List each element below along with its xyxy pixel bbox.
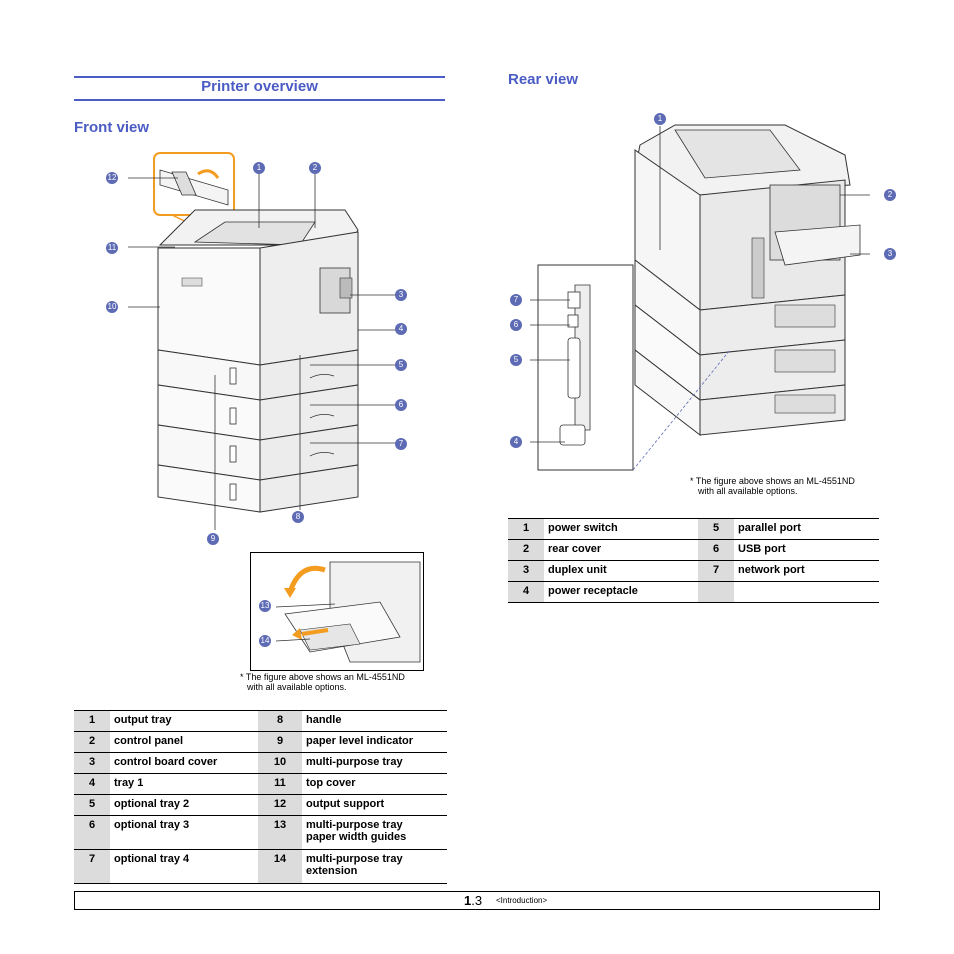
- table-row: 5 optional tray 2 12 output support: [74, 794, 447, 816]
- callout-rear-2: 2: [884, 189, 896, 201]
- front-legend-table: 1 output tray 8 handle 2 control panel 9…: [74, 710, 447, 884]
- callout-13: 13: [259, 600, 271, 612]
- page-footer: 1.3 <Introduction>: [74, 891, 880, 910]
- legend-number: 9: [258, 731, 302, 753]
- callout-rear-7: 7: [510, 294, 522, 306]
- legend-label-line1: multi-purpose tray: [306, 819, 403, 831]
- legend-label: power switch: [544, 518, 698, 540]
- page-number: 1.3: [464, 893, 482, 908]
- rear-view-illustration: [530, 124, 870, 471]
- legend-label: tray 1: [110, 773, 258, 795]
- legend-number: 1: [508, 518, 544, 540]
- rear-view-heading: Rear view: [508, 71, 579, 88]
- legend-label: control board cover: [110, 752, 258, 774]
- legend-label: paper level indicator: [302, 731, 447, 753]
- legend-number: 6: [74, 815, 110, 850]
- legend-number: 4: [508, 581, 544, 603]
- callout-1: 1: [253, 162, 265, 174]
- legend-label-line2: paper width guides: [306, 831, 407, 843]
- legend-number: 1: [74, 710, 110, 732]
- legend-number: [698, 581, 734, 603]
- title-rule-top: [74, 76, 445, 78]
- legend-label: parallel port: [734, 518, 879, 540]
- legend-number: 7: [698, 560, 734, 582]
- legend-label: multi-purpose tray: [302, 752, 447, 774]
- table-row: 3 control board cover 10 multi-purpose t…: [74, 752, 447, 774]
- table-row: 2 rear cover 6 USB port: [508, 539, 879, 561]
- legend-label-line2: extension: [306, 865, 358, 877]
- callout-6: 6: [395, 399, 407, 411]
- legend-number: 3: [508, 560, 544, 582]
- legend-number: 5: [698, 518, 734, 540]
- legend-label: output support: [302, 794, 447, 816]
- legend-number: 14: [258, 849, 302, 884]
- callout-2: 2: [309, 162, 321, 174]
- front-view-heading: Front view: [74, 119, 150, 136]
- legend-label: output tray: [110, 710, 258, 732]
- legend-number: 3: [74, 752, 110, 774]
- legend-label: control panel: [110, 731, 258, 753]
- legend-number: 2: [74, 731, 110, 753]
- callout-8: 8: [292, 511, 304, 523]
- table-row: 4 tray 1 11 top cover: [74, 773, 447, 795]
- callout-11: 11: [106, 242, 118, 254]
- legend-label: top cover: [302, 773, 447, 795]
- callout-rear-3: 3: [884, 248, 896, 260]
- table-row: 1 power switch 5 parallel port: [508, 518, 879, 540]
- legend-label: handle: [302, 710, 447, 732]
- title-rule-bottom: [74, 99, 445, 101]
- legend-number: 2: [508, 539, 544, 561]
- callout-3: 3: [395, 289, 407, 301]
- rear-legend-table: 1 power switch 5 parallel port 2 rear co…: [508, 518, 879, 603]
- table-row: 2 control panel 9 paper level indicator: [74, 731, 447, 753]
- callout-7: 7: [395, 438, 407, 450]
- callout-14: 14: [259, 635, 271, 647]
- callout-10: 10: [106, 301, 118, 313]
- callout-9: 9: [207, 533, 219, 545]
- page-number-major: 1: [464, 893, 472, 908]
- table-row: 4 power receptacle: [508, 581, 879, 603]
- callout-rear-1: 1: [654, 113, 666, 125]
- callout-4: 4: [395, 323, 407, 335]
- legend-number: 7: [74, 849, 110, 884]
- callout-rear-6: 6: [510, 319, 522, 331]
- rear-note-line2: with all available options.: [698, 486, 798, 496]
- legend-label: power receptacle: [544, 581, 698, 603]
- legend-number: 4: [74, 773, 110, 795]
- legend-label: duplex unit: [544, 560, 698, 582]
- legend-number: 13: [258, 815, 302, 850]
- callout-12: 12: [106, 172, 118, 184]
- legend-number: 10: [258, 752, 302, 774]
- rear-note-line1: * The figure above shows an ML-4551ND: [690, 476, 855, 486]
- legend-label: [734, 581, 879, 603]
- legend-number: 6: [698, 539, 734, 561]
- callout-rear-5: 5: [510, 354, 522, 366]
- section-title: Printer overview: [201, 78, 318, 95]
- legend-label: optional tray 3: [110, 815, 258, 850]
- legend-label: optional tray 2: [110, 794, 258, 816]
- legend-label: network port: [734, 560, 879, 582]
- legend-number: 11: [258, 773, 302, 795]
- page-number-minor: .3: [471, 893, 483, 908]
- table-row: 3 duplex unit 7 network port: [508, 560, 879, 582]
- legend-number: 5: [74, 794, 110, 816]
- front-note-line2: with all available options.: [247, 682, 347, 692]
- chapter-label: <Introduction>: [496, 896, 548, 905]
- legend-label: optional tray 4: [110, 849, 258, 884]
- front-note-line1: * The figure above shows an ML-4551ND: [240, 672, 405, 682]
- legend-label: USB port: [734, 539, 879, 561]
- legend-number: 12: [258, 794, 302, 816]
- legend-number: 8: [258, 710, 302, 732]
- callout-5: 5: [395, 359, 407, 371]
- front-view-illustration: [128, 152, 396, 530]
- legend-label: rear cover: [544, 539, 698, 561]
- mp-tray-inset: [250, 552, 424, 671]
- legend-label-line1: multi-purpose tray: [306, 853, 403, 865]
- table-row: 1 output tray 8 handle: [74, 710, 447, 732]
- callout-rear-4: 4: [510, 436, 522, 448]
